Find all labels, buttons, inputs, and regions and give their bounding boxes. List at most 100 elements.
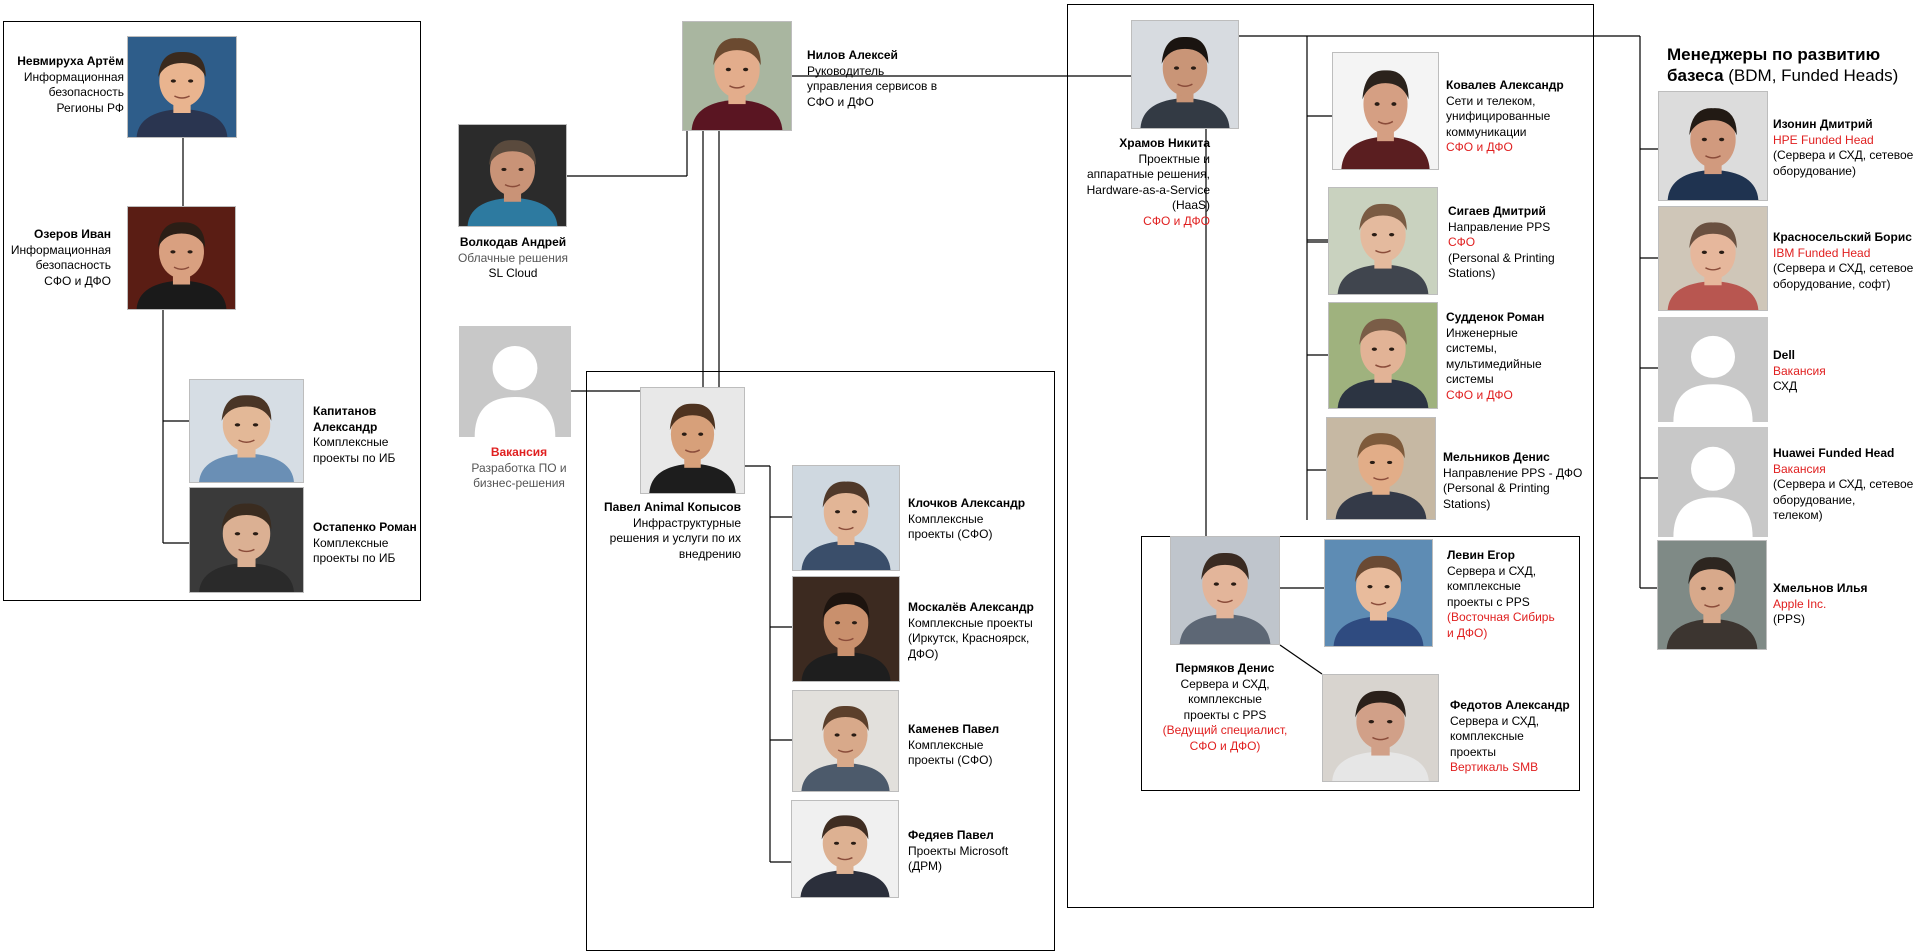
person-highlight: Вакансия (1773, 363, 1826, 378)
person-highlight: Apple Inc. (1773, 596, 1827, 611)
person-role: решения и услуги по их (609, 531, 741, 545)
person-role: (Сервера и СХД, сетевое (1773, 148, 1914, 162)
person-highlight: IBM Funded Head (1773, 245, 1871, 260)
person-name: Хмельнов Илья (1773, 581, 1868, 595)
portrait-nilov (682, 21, 792, 131)
person-role: проекты с PPS (1183, 707, 1267, 722)
portrait-vacancy_dev (459, 326, 571, 437)
person-name: Ковалев Александр (1446, 78, 1564, 92)
person-name: Судденок Роман (1446, 310, 1545, 324)
person-highlight: (Восточная Сибирь (1447, 610, 1555, 624)
person-name: Изонин Дмитрий (1773, 117, 1873, 131)
portrait-fedyaev (791, 800, 899, 898)
frame-projects-group (1067, 4, 1594, 908)
portrait-moskalev (792, 576, 900, 682)
person-role: Проектные и (1138, 151, 1211, 166)
portrait-khmelnov (1657, 540, 1767, 650)
person-role: проекты (1450, 744, 1497, 759)
person-role: управления сервисов в (807, 79, 938, 93)
bdm-heading-rest: (BDM, Funded Heads) (1728, 66, 1899, 85)
person-role: проекты (СФО) (908, 527, 993, 541)
person-role: унифицированные (1446, 109, 1551, 123)
person-role: Сети и телеком, (1446, 93, 1536, 108)
person-role: оборудование, (1773, 492, 1856, 507)
person-highlight: Вакансия (1773, 461, 1826, 476)
person-role: проекты с PPS (1447, 594, 1530, 609)
person-role: комплексные (1188, 692, 1262, 706)
person-role: Инфраструктурные (633, 515, 741, 530)
person-role: комплексные (1450, 729, 1524, 743)
person-role: проекты (СФО) (908, 753, 993, 767)
person-role: (Сервера и СХД, сетевое (1773, 261, 1914, 275)
person-name: Капитанов Александр (313, 404, 378, 434)
person-role: (Сервера и СХД, сетевое (1773, 477, 1914, 491)
person-name: Пермяков Денис (1175, 661, 1275, 675)
portrait-fedotov (1322, 674, 1439, 782)
person-role: Stations) (1448, 266, 1496, 280)
bdm-section-heading: Менеджеры по развитию бaзеса (BDM, Funde… (1667, 44, 1912, 86)
person-role: Комплексные проекты (908, 615, 1033, 630)
person-name: Павел Animal Копысов (603, 500, 741, 514)
portrait-volkodav (458, 124, 567, 227)
person-role: проекты по ИБ (313, 450, 396, 465)
portrait-dell (1658, 317, 1768, 422)
person-role: телеком) (1773, 508, 1823, 522)
person-role: Облачные решения (457, 250, 569, 265)
person-role: СХД (1773, 379, 1798, 393)
person-name: Мельников Денис (1443, 450, 1550, 464)
person-role: Stations) (1443, 496, 1491, 511)
person-name: Москалёв Александр (908, 600, 1034, 614)
person-role: СФО и ДФО (44, 273, 111, 288)
portrait-izonin (1658, 91, 1768, 201)
person-role: Информационная (10, 242, 111, 257)
person-role: Регионы РФ (56, 100, 124, 115)
portrait-ozerov (127, 206, 236, 310)
person-highlight: СФО и ДФО (1143, 213, 1210, 228)
person-name: Нилов Алексей (807, 48, 898, 62)
person-name: Федяев Павел (908, 828, 994, 842)
person-role: Комплексные (908, 511, 984, 526)
person-role: Информационная (23, 69, 124, 84)
person-role: коммуникации (1446, 124, 1527, 139)
person-name: Каменев Павел (908, 722, 1000, 736)
person-role: Комплексные (313, 535, 389, 550)
portrait-sigaev (1328, 187, 1438, 295)
portrait-krasnoselsky (1658, 206, 1768, 311)
person-role: безопасность (35, 258, 111, 272)
person-name: Озеров Иван (34, 227, 111, 241)
person-name: Huawei Funded Head (1773, 446, 1895, 460)
person-role: Hardware-as-a-Service (1086, 182, 1210, 197)
person-role: (Personal & Printing (1443, 481, 1550, 495)
portrait-klochkov (792, 465, 900, 571)
person-role: Инженерные (1446, 325, 1518, 340)
person-role: бизнес-решения (473, 476, 565, 490)
portrait-ostapenko (189, 487, 304, 593)
person-role: (Иркутск, Красноярск, (908, 631, 1030, 645)
person-role: (ДРМ) (908, 859, 942, 873)
person-name: Вакансия (490, 445, 548, 459)
person-name: Красносельский Борис (1773, 230, 1912, 244)
person-role: безопасность (48, 85, 124, 99)
person-name: Клочков Александр (908, 496, 1026, 510)
person-role: оборудование, софт) (1773, 276, 1891, 291)
person-name: Левин Егор (1447, 548, 1515, 562)
person-role: Сервера и СХД, (1180, 676, 1270, 691)
portrait-levin (1324, 539, 1433, 647)
person-highlight: HPE Funded Head (1773, 132, 1874, 147)
person-highlight: (Ведущий специалист, (1162, 723, 1288, 737)
portrait-huawei (1658, 427, 1768, 537)
person-role: Проекты Microsoft (908, 843, 1009, 858)
portrait-khramov (1131, 20, 1239, 129)
